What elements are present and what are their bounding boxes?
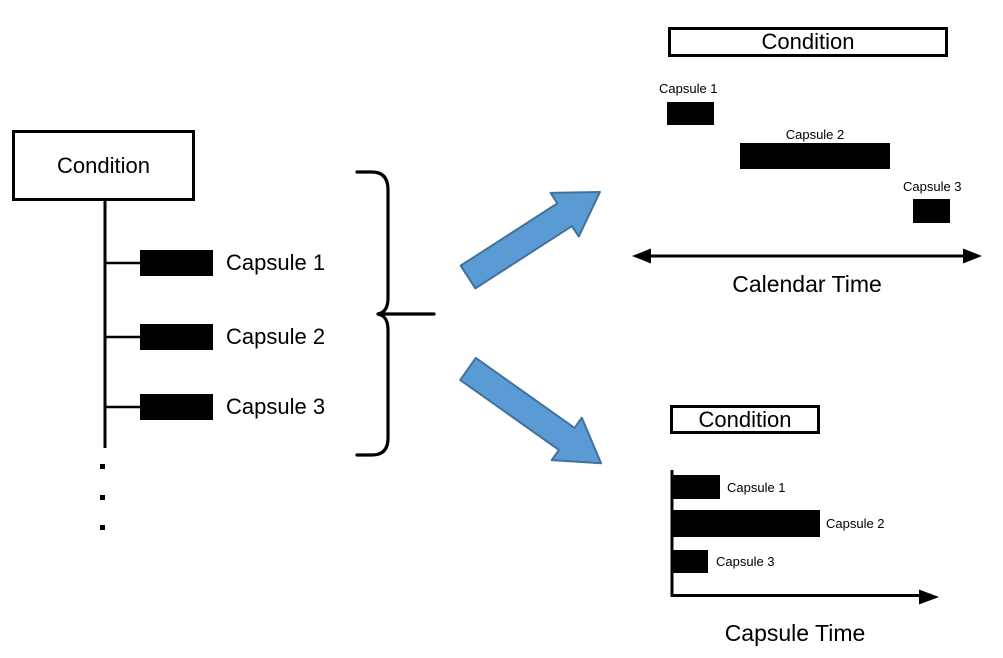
tree-capsule-label-3: Capsule 3 bbox=[226, 394, 326, 419]
capsule-condition-box: Condition bbox=[670, 405, 820, 434]
tree-capsule-bar-3 bbox=[140, 394, 213, 420]
ellipsis-dot bbox=[100, 495, 105, 500]
capsule-time-axis-label: Capsule Time bbox=[724, 620, 866, 646]
capsule-view-label-2: Capsule 2 bbox=[826, 516, 885, 531]
calendar-axis-left-arrowhead bbox=[632, 248, 651, 264]
tree-capsule-bar-2 bbox=[140, 324, 213, 350]
tree-capsule-label-2: Capsule 2 bbox=[226, 324, 326, 349]
tree-capsule-label-1: Capsule 1 bbox=[226, 250, 326, 275]
capsule-view-bar-3 bbox=[673, 550, 708, 573]
tree-condition-label: Condition bbox=[57, 152, 150, 178]
calendar-capsule-label-3: Capsule 3 bbox=[903, 179, 962, 194]
calendar-capsule-bar-1 bbox=[667, 102, 714, 125]
capsule-view-bar-1 bbox=[673, 475, 720, 499]
calendar-time-axis bbox=[632, 248, 982, 264]
calendar-capsule-label-2: Capsule 2 bbox=[785, 127, 845, 142]
arrow-to-calendar-view bbox=[459, 190, 601, 290]
calendar-axis-right-arrowhead bbox=[963, 248, 982, 264]
capsule-view-label-3: Capsule 3 bbox=[716, 554, 775, 569]
calendar-capsule-bar-2 bbox=[740, 143, 890, 169]
calendar-capsule-label-1: Capsule 1 bbox=[659, 81, 718, 96]
ellipsis-dot bbox=[100, 464, 105, 469]
calendar-condition-box: Condition bbox=[668, 27, 948, 57]
capsule-time-axis bbox=[670, 470, 939, 605]
capsule-view-label-1: Capsule 1 bbox=[727, 479, 786, 495]
calendar-condition-label: Condition bbox=[761, 29, 855, 54]
calendar-capsule-bar-3 bbox=[913, 199, 950, 223]
capsule-axis-arrowhead bbox=[919, 589, 939, 605]
calendar-time-axis-label: Calendar Time bbox=[732, 271, 882, 297]
capsule-condition-label: Condition bbox=[698, 406, 792, 432]
ellipsis-dot bbox=[100, 525, 105, 530]
capsule-view-bar-2 bbox=[673, 510, 820, 537]
tree-condition-box: Condition bbox=[12, 130, 195, 201]
tree-capsule-bar-1 bbox=[140, 250, 213, 276]
arrow-to-capsule-view bbox=[459, 356, 603, 465]
